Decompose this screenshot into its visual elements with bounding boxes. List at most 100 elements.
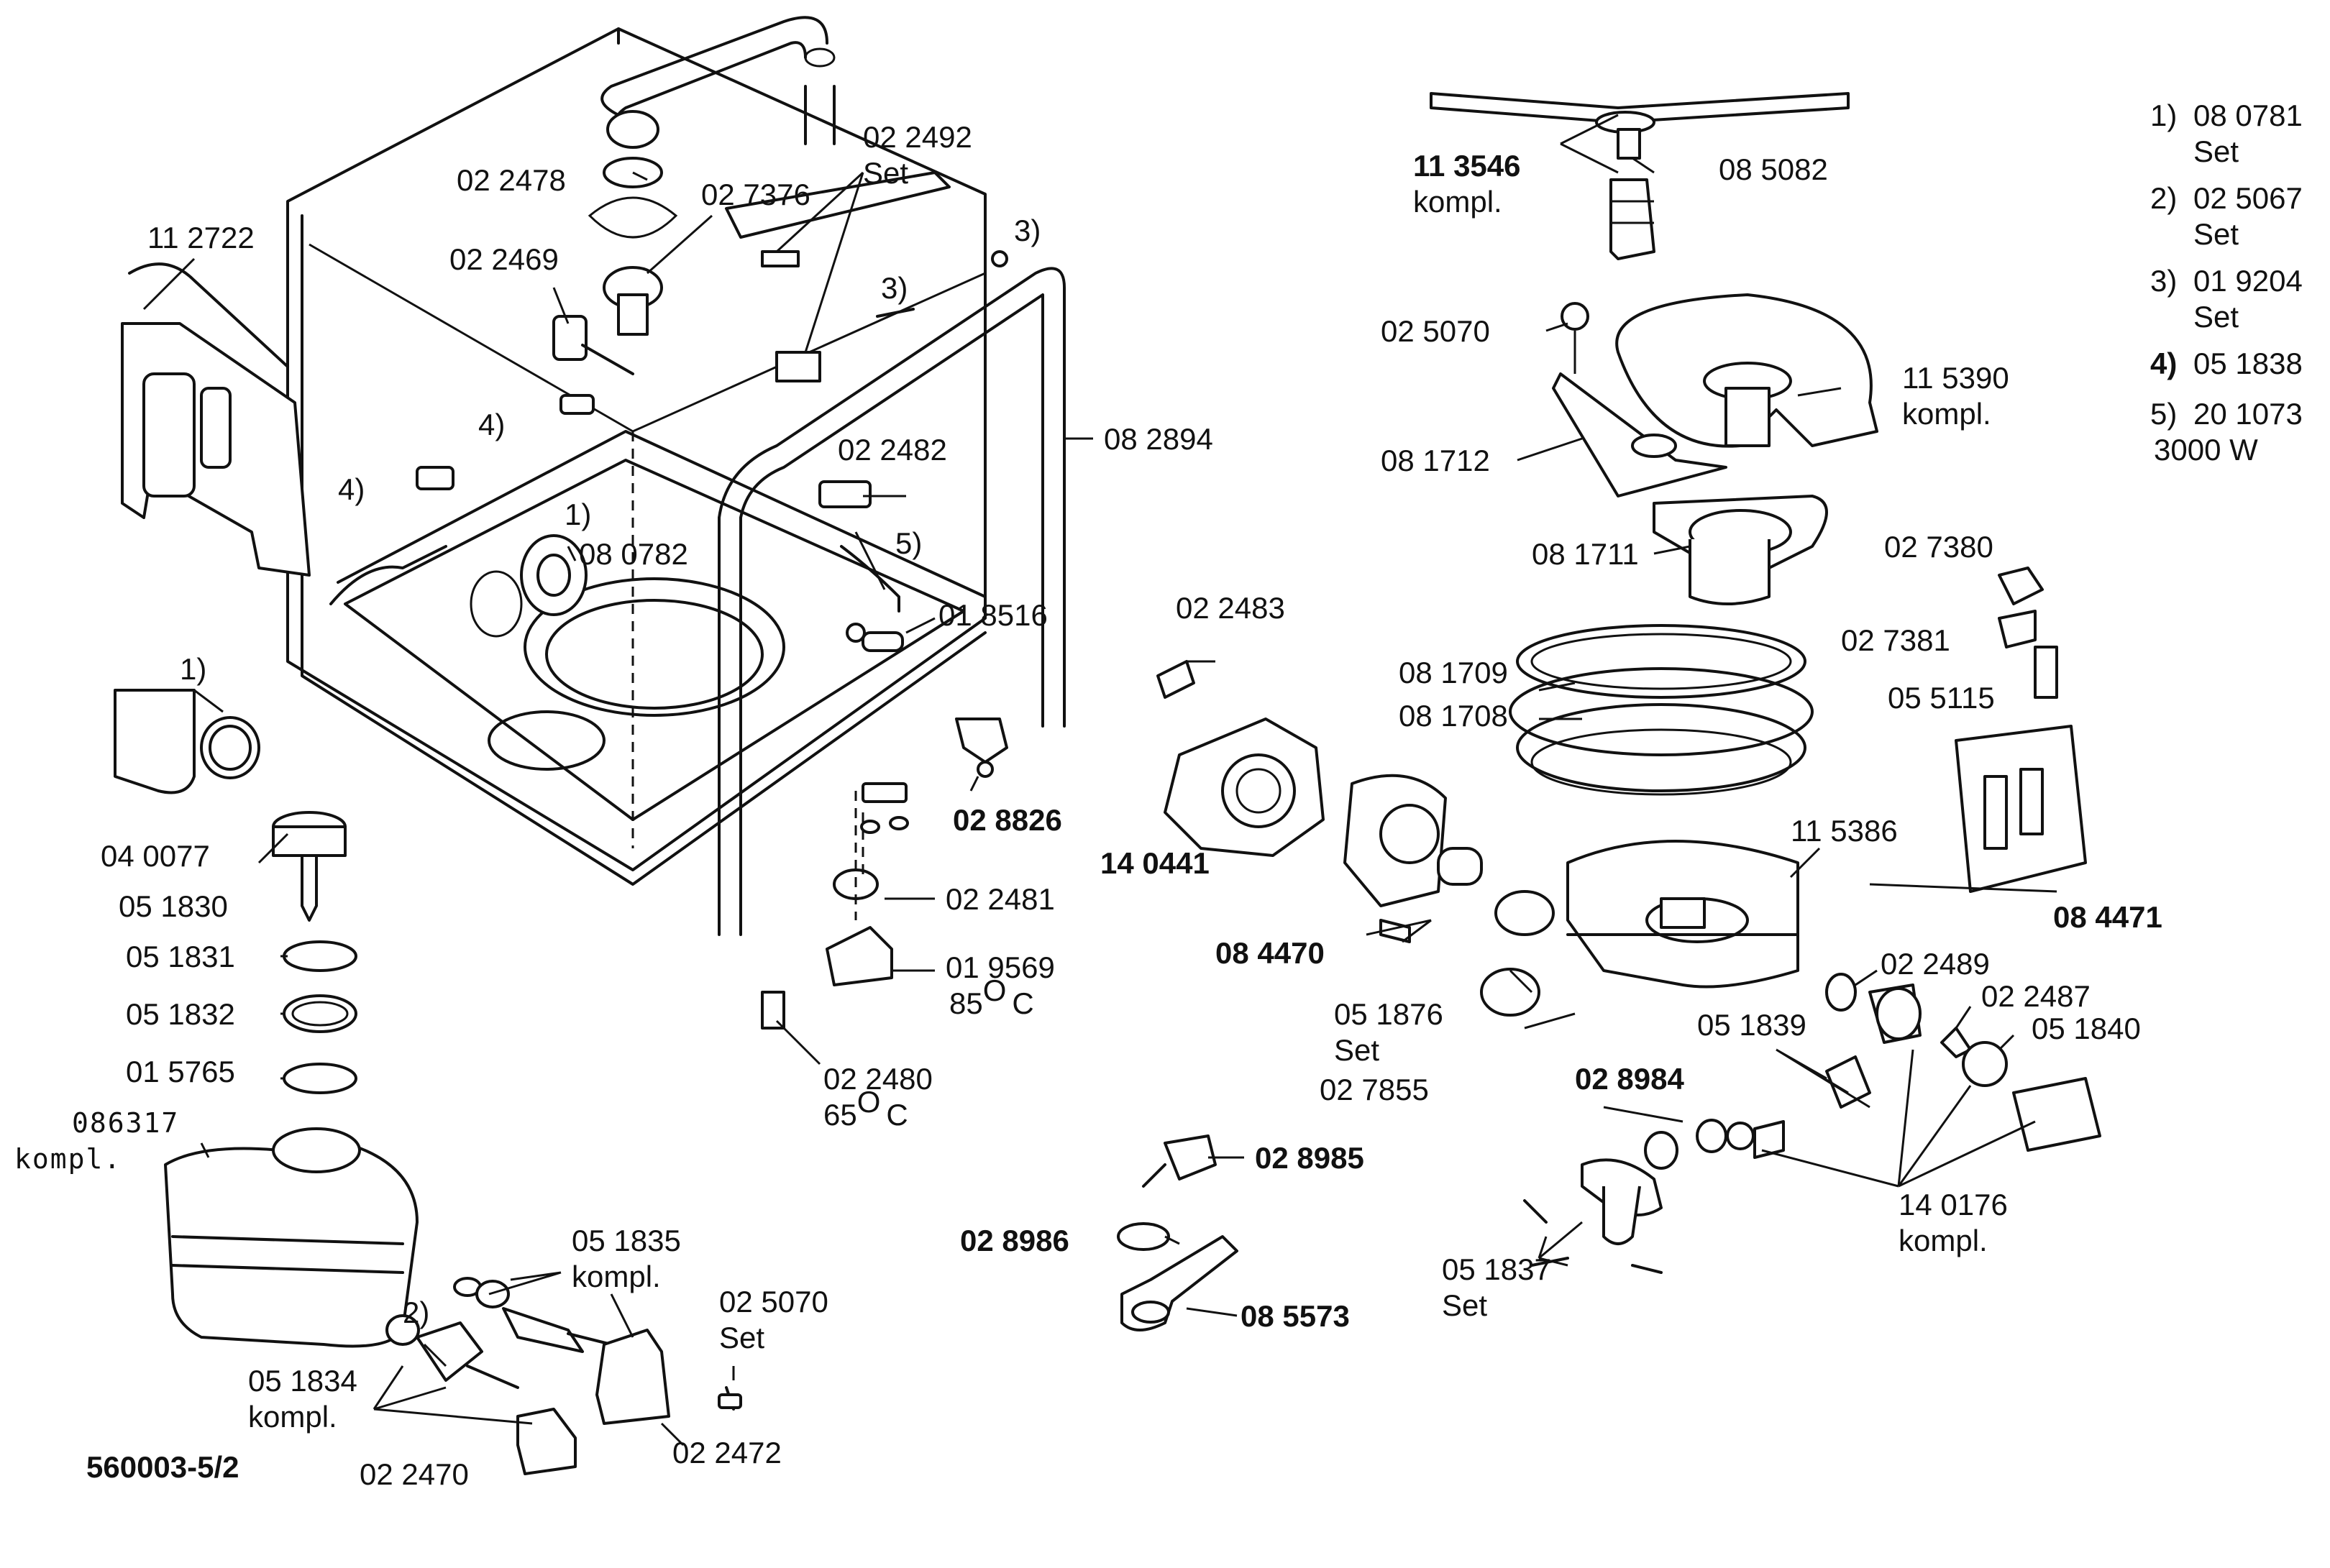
label-ref2: 2) bbox=[403, 1296, 429, 1329]
label-051837: 05 1837 bbox=[1442, 1252, 1551, 1286]
label-086317: 086317 bbox=[72, 1107, 179, 1139]
label-022478: 02 2478 bbox=[457, 163, 566, 197]
label-081709: 08 1709 bbox=[1399, 656, 1508, 689]
label-051831: 05 1831 bbox=[126, 940, 235, 973]
label-ref4-upper: 4) bbox=[478, 408, 505, 441]
label-022492-set: Set bbox=[863, 156, 908, 190]
label-ref1-heater: 1) bbox=[565, 498, 591, 531]
label-140441: 14 0441 bbox=[1100, 846, 1210, 880]
footnote-legend: 1) 08 0781 Set 2) 02 5067 Set 3) 01 9204… bbox=[2150, 98, 2303, 467]
footnote-1-code: 08 0781 bbox=[2193, 98, 2303, 132]
tub-fittings bbox=[416, 250, 1008, 652]
label-028985: 02 8985 bbox=[1255, 1141, 1364, 1175]
label-027381: 02 7381 bbox=[1841, 623, 1950, 657]
footnote-4-ref: 4) bbox=[2150, 347, 2177, 380]
footnote-4-code: 05 1838 bbox=[2193, 347, 2303, 380]
sump-rings bbox=[1509, 624, 1814, 796]
filter-assembly bbox=[1552, 293, 1878, 605]
label-015765: 01 5765 bbox=[126, 1055, 235, 1088]
label-113546-kompl: kompl. bbox=[1413, 185, 1502, 219]
label-082894: 08 2894 bbox=[1104, 422, 1213, 456]
label-140176-kompl: kompl. bbox=[1899, 1224, 1988, 1257]
softener-assembly bbox=[114, 689, 419, 1348]
footnote-2-ref: 2) bbox=[2150, 181, 2177, 215]
label-051876-set: Set bbox=[1334, 1033, 1379, 1067]
label-022470: 02 2470 bbox=[360, 1457, 469, 1491]
label-080782: 08 0782 bbox=[579, 537, 688, 571]
footnote-5-code: 20 1073 bbox=[2193, 397, 2303, 431]
footnote-2-note: Set bbox=[2193, 217, 2239, 251]
label-081711: 08 1711 bbox=[1532, 537, 1639, 571]
dishwasher-tub bbox=[286, 27, 987, 886]
label-113546: 11 3546 bbox=[1413, 149, 1521, 183]
label-040077: 04 0077 bbox=[101, 839, 210, 873]
spray-tube-082894 bbox=[718, 267, 1066, 936]
footnote-1-note: Set bbox=[2193, 134, 2239, 168]
footnote-3-note: Set bbox=[2193, 300, 2239, 334]
drawing-number: 560003-5/2 bbox=[86, 1450, 239, 1484]
label-027380: 02 7380 bbox=[1884, 530, 1993, 564]
label-019569: 01 9569 bbox=[946, 950, 1055, 984]
label-051837-set: Set bbox=[1442, 1288, 1487, 1322]
label-025070-set: 02 5070 bbox=[719, 1285, 828, 1319]
label-051839: 05 1839 bbox=[1697, 1008, 1806, 1042]
upper-spray-arm bbox=[1430, 92, 1850, 260]
float-switch-parts bbox=[1117, 1134, 1238, 1331]
label-051835-kompl: kompl. bbox=[572, 1260, 661, 1293]
footnote-5-note: 3000 W bbox=[2154, 433, 2258, 467]
label-022481: 02 2481 bbox=[946, 882, 1055, 916]
label-ref3-screw: 3) bbox=[881, 271, 908, 305]
label-027855: 02 7855 bbox=[1320, 1073, 1429, 1106]
label-051876: 05 1876 bbox=[1334, 997, 1443, 1031]
label-ref4-lower: 4) bbox=[338, 472, 365, 506]
label-022487: 02 2487 bbox=[1981, 979, 2091, 1013]
pump-housing bbox=[1343, 774, 1555, 1017]
label-022482: 02 2482 bbox=[838, 433, 947, 467]
inlet-valves bbox=[385, 1277, 742, 1475]
label-ref3-top: 3) bbox=[1014, 214, 1041, 247]
label-051832: 05 1832 bbox=[126, 997, 235, 1031]
label-085573: 08 5573 bbox=[1241, 1299, 1350, 1333]
footnote-3-code: 01 9204 bbox=[2193, 264, 2303, 298]
circulation-motor bbox=[1156, 660, 1325, 857]
label-115390: 11 5390 bbox=[1902, 361, 2009, 395]
inlet-pipe bbox=[588, 16, 836, 239]
label-028826: 02 8826 bbox=[953, 803, 1062, 837]
label-112722: 11 2722 bbox=[147, 221, 255, 255]
label-051834-kompl: kompl. bbox=[248, 1400, 337, 1434]
label-028986: 02 8986 bbox=[960, 1224, 1069, 1257]
label-084470: 08 4470 bbox=[1215, 936, 1325, 970]
label-051830: 05 1830 bbox=[119, 889, 228, 923]
heater-element bbox=[520, 534, 588, 616]
label-022483: 02 2483 bbox=[1176, 591, 1285, 625]
label-022480: 02 2480 bbox=[823, 1062, 933, 1096]
footnote-3-ref: 3) bbox=[2150, 264, 2177, 298]
label-055115: 05 5115 bbox=[1888, 681, 1995, 715]
part-number-labels: 11 2722 02 2478 02 2469 02 7376 02 2492 … bbox=[14, 120, 2162, 1491]
label-025070-set-word: Set bbox=[719, 1321, 764, 1354]
label-051840: 05 1840 bbox=[2032, 1012, 2141, 1045]
label-018516: 01 8516 bbox=[938, 598, 1048, 632]
control-panel-112722 bbox=[121, 262, 311, 577]
label-028984: 02 8984 bbox=[1575, 1062, 1684, 1096]
label-081712: 08 1712 bbox=[1381, 444, 1490, 477]
label-140176: 14 0176 bbox=[1899, 1188, 2008, 1221]
footnote-5-ref: 5) bbox=[2150, 397, 2177, 431]
footnote-2-code: 02 5067 bbox=[2193, 181, 2303, 215]
footnote-1-ref: 1) bbox=[2150, 98, 2177, 132]
label-022489: 02 2489 bbox=[1881, 947, 1990, 981]
label-027376: 02 7376 bbox=[701, 178, 810, 211]
label-022472: 02 2472 bbox=[672, 1436, 782, 1470]
label-ref5: 5) bbox=[895, 526, 922, 560]
sump-housing bbox=[1566, 840, 1799, 989]
label-022492: 02 2492 bbox=[863, 120, 972, 154]
leader-lines bbox=[142, 114, 2057, 1446]
drain-pump-group bbox=[1523, 973, 2101, 1274]
label-022469: 02 2469 bbox=[449, 242, 559, 276]
right-small-parts bbox=[1955, 567, 2087, 893]
label-115390-kompl: kompl. bbox=[1902, 397, 1991, 431]
label-051834: 05 1834 bbox=[248, 1364, 357, 1398]
